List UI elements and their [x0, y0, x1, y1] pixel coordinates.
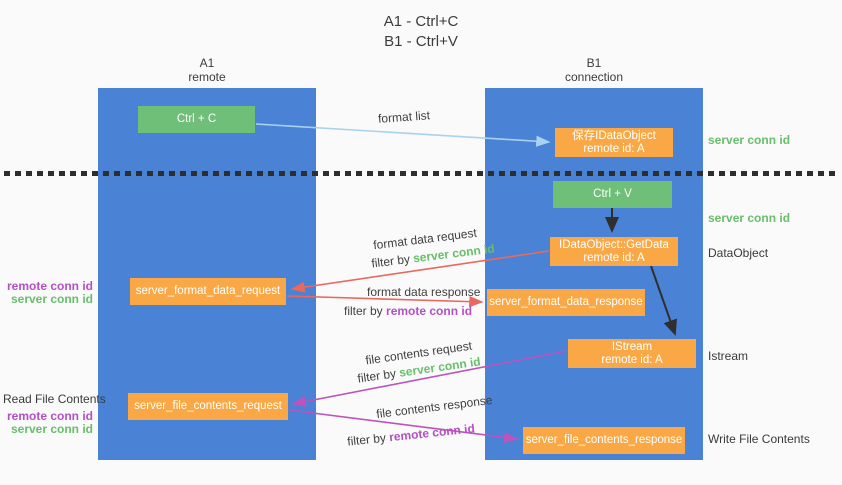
- dataobject-label: DataObject: [708, 246, 769, 260]
- istream-line2: remote id: A: [601, 353, 663, 366]
- ctrl-v-label: Ctrl + V: [593, 188, 632, 200]
- server-file-contents-response-label: server_file_contents_response: [525, 434, 683, 446]
- server-file-contents-request-node: server_file_contents_request: [128, 393, 288, 420]
- getdata-line2: remote id: A: [583, 251, 645, 264]
- server-conn-id-label-left-1: server conn id: [10, 292, 93, 306]
- remote-conn-id-keyword: remote conn id: [386, 304, 473, 318]
- server-conn-id-label-left-2: server conn id: [10, 422, 93, 436]
- file-contents-response-label: file contents response: [375, 392, 494, 422]
- read-file-contents-label: Read File Contents: [3, 392, 106, 406]
- save-dataobject-line1: 保存IDataObject: [572, 129, 656, 142]
- dotted-separator-line: [4, 171, 838, 176]
- title-line-1: A1 - Ctrl+C: [383, 13, 459, 30]
- column-header-b1: B1 connection: [534, 56, 654, 84]
- write-file-contents-label: Write File Contents: [708, 432, 810, 446]
- filter-by-text: filter by: [356, 366, 397, 386]
- column-a1-subtitle: remote: [188, 70, 226, 84]
- getdata-node: IDataObject::GetData remote id: A: [550, 237, 678, 266]
- istream-line1: IStream: [611, 340, 653, 353]
- column-a1-name: A1: [199, 56, 215, 70]
- column-b1-subtitle: connection: [564, 70, 624, 84]
- ctrl-c-node: Ctrl + C: [138, 106, 255, 133]
- istream-side-label: Istream: [708, 349, 749, 363]
- file-contents-response-filter-label: filter by remote conn id: [347, 421, 476, 448]
- server-format-data-response-node: server_format_data_response: [487, 289, 645, 316]
- title-line-2: B1 - Ctrl+V: [384, 33, 458, 50]
- server-format-data-request-label: server_format_data_request: [135, 285, 281, 297]
- column-b1-name: B1: [586, 56, 602, 70]
- filter-by-text: filter by: [370, 251, 411, 271]
- format-data-response-filter-label: filter by remote conn id: [344, 304, 472, 318]
- save-dataobject-line2: remote id: A: [583, 142, 645, 155]
- save-dataobject-node: 保存IDataObject remote id: A: [555, 128, 673, 157]
- column-header-a1: A1 remote: [147, 56, 267, 84]
- remote-conn-id-label-left-2: remote conn id: [6, 409, 93, 423]
- server-conn-id-label-right-2: server conn id: [708, 211, 791, 225]
- istream-node: IStream remote id: A: [568, 339, 696, 368]
- filter-by-text: filter by: [344, 304, 383, 318]
- getdata-line1: IDataObject::GetData: [559, 238, 669, 251]
- ctrl-c-label: Ctrl + C: [176, 113, 217, 125]
- server-format-data-request-node: server_format_data_request: [130, 278, 286, 305]
- ctrl-v-node: Ctrl + V: [553, 181, 672, 208]
- server-format-data-response-label: server_format_data_response: [489, 296, 643, 308]
- filter-by-text: filter by: [346, 430, 387, 449]
- format-data-response-label: format data response: [367, 285, 481, 299]
- server-conn-id-label-right-1: server conn id: [708, 133, 791, 147]
- remote-conn-id-label-left-1: remote conn id: [6, 279, 93, 293]
- diagram-title: A1 - Ctrl+C B1 - Ctrl+V: [0, 12, 842, 52]
- remote-conn-id-keyword: remote conn id: [388, 421, 476, 445]
- server-file-contents-request-label: server_file_contents_request: [134, 400, 282, 412]
- format-list-label: format list: [377, 108, 431, 126]
- server-file-contents-response-node: server_file_contents_response: [523, 427, 685, 454]
